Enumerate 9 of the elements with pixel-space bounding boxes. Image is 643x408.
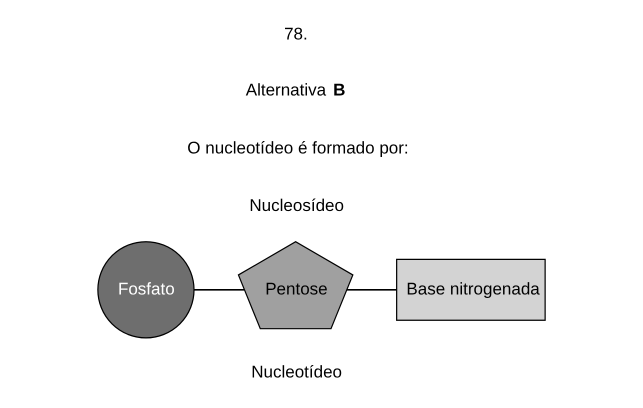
- label: 78.: [284, 24, 308, 44]
- label: Nucleotídeo: [251, 362, 342, 382]
- node-circle: Fosfato: [97, 241, 195, 338]
- connector: [194, 289, 244, 291]
- connector: [346, 289, 396, 291]
- label: Alternativa B: [246, 80, 346, 100]
- label: Nucleosídeo: [249, 196, 344, 215]
- label: O nucleotídeo é formado por:: [187, 138, 409, 158]
- node-box: Base nitrogenada: [396, 258, 546, 321]
